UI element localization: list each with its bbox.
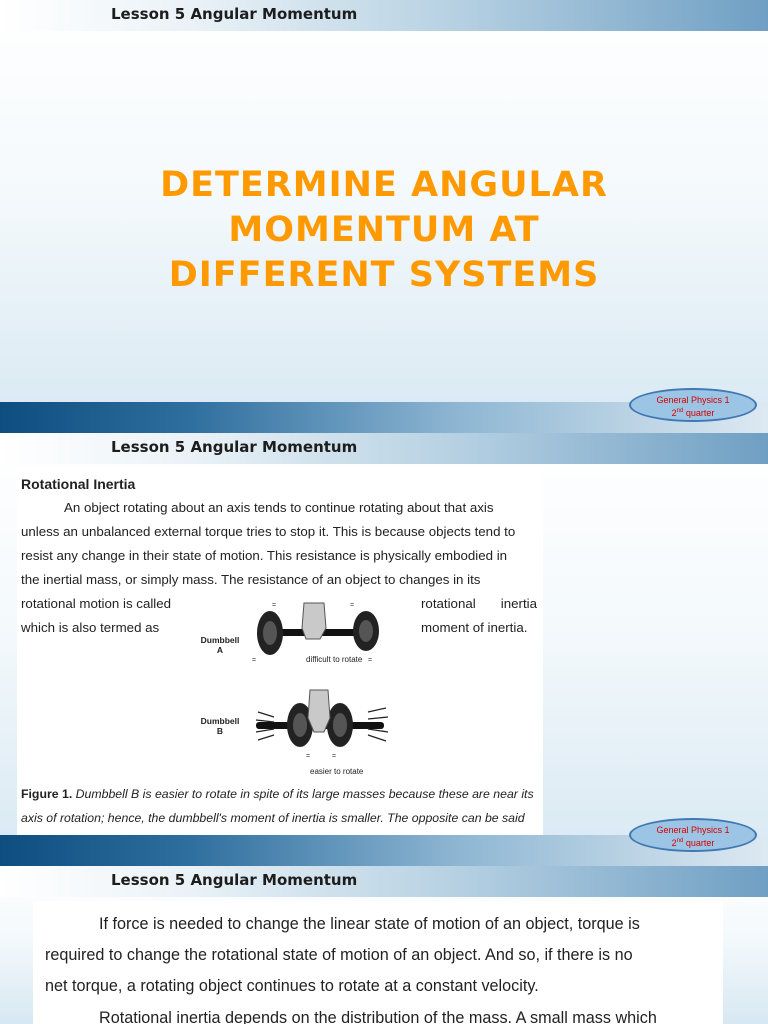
slide-1: Lesson 5 Angular Momentum DETERMINE ANGU…	[0, 0, 768, 433]
document-excerpt: Rotational Inertia An object rotating ab…	[17, 466, 543, 855]
header-title: Lesson 5 Angular Momentum	[111, 438, 358, 456]
paragraph-line: net torque, a rotating object continues …	[45, 977, 539, 995]
slide-header: Lesson 5 Angular Momentum	[0, 866, 768, 897]
slide-2: Lesson 5 Angular Momentum Rotational Ine…	[0, 433, 768, 866]
section-heading: Rotational Inertia	[21, 476, 136, 492]
slide-header: Lesson 5 Angular Momentum	[0, 0, 768, 31]
slide-header: Lesson 5 Angular Momentum	[0, 433, 768, 464]
badge-quarter: 2nd quarter	[671, 408, 715, 418]
title-line: DIFFERENT SYSTEMS	[168, 255, 600, 295]
svg-text:=: =	[252, 657, 256, 664]
title-line: MOMENTUM AT	[228, 210, 540, 250]
paragraph-line: unless an unbalanced external torque tri…	[21, 524, 516, 539]
dumbbell-a: = = = =	[252, 602, 379, 664]
badge-quarter: 2nd quarter	[671, 838, 715, 848]
caption-difficult: difficult to rotate	[306, 655, 363, 664]
badge-course: General Physics 1	[656, 825, 730, 835]
paragraph-line: If force is needed to change the linear …	[99, 915, 640, 933]
slide-3: Lesson 5 Angular Momentum If force is ne…	[0, 866, 768, 1024]
caption-easier: easier to rotate	[310, 767, 364, 776]
slide-title: DETERMINE ANGULAR MOMENTUM AT DIFFERENT …	[0, 163, 768, 298]
header-title: Lesson 5 Angular Momentum	[111, 871, 358, 889]
paragraph-line: required to change the rotational state …	[45, 946, 633, 964]
figure-caption: Figure 1. Dumbbell B is easier to rotate…	[21, 787, 534, 849]
paragraph-line: resist any change in their state of moti…	[21, 548, 508, 563]
svg-text:=: =	[350, 602, 354, 609]
header-title: Lesson 5 Angular Momentum	[111, 5, 358, 23]
paragraph-line: the inertial mass, or simply mass. The r…	[21, 572, 481, 587]
paragraph-line: An object rotating about an axis tends t…	[64, 500, 494, 515]
paragraph-line: which is also termed as	[21, 620, 160, 635]
course-badge: General Physics 1 2nd quarter	[629, 388, 757, 422]
svg-text:=: =	[368, 657, 372, 664]
paragraph-line: rotational motion is called	[21, 596, 172, 611]
badge-course: General Physics 1	[656, 395, 730, 405]
dumbbell-illustration: = = = = = =	[252, 602, 389, 760]
paragraph-line: Rotational inertia depends on the distri…	[99, 1009, 657, 1024]
document-excerpt: If force is needed to change the linear …	[33, 901, 723, 1024]
dumbbell-b: = =	[255, 689, 389, 760]
paragraph-line: moment of inertia.	[421, 620, 528, 635]
svg-text:=: =	[272, 602, 276, 609]
svg-text:=: =	[332, 753, 336, 760]
course-badge: General Physics 1 2nd quarter	[629, 818, 757, 852]
svg-text:=: =	[306, 753, 310, 760]
title-line: DETERMINE ANGULAR	[160, 165, 608, 205]
